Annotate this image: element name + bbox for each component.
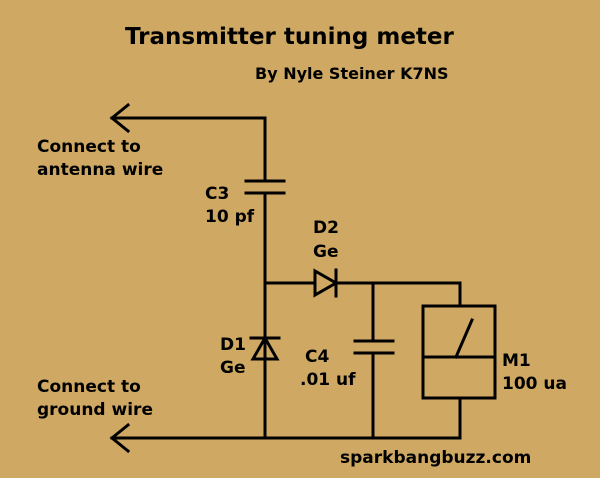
c4-ref: C4 <box>305 347 330 367</box>
c3-ref: C3 <box>205 184 230 204</box>
diode-d2 <box>313 268 340 298</box>
capacitor-c4 <box>353 339 395 355</box>
d1-ref: D1 <box>220 335 246 355</box>
wire-d2-output <box>334 281 462 308</box>
d2-value: Ge <box>313 242 339 262</box>
capacitor-c3 <box>244 179 286 195</box>
d1-value: Ge <box>220 358 246 378</box>
ground-label-line1: Connect to <box>37 377 141 397</box>
c4-value: .01 uf <box>300 370 356 390</box>
website-credit: sparkbangbuzz.com <box>340 448 532 468</box>
diagram-title: Transmitter tuning meter <box>125 24 454 50</box>
meter-m1 <box>421 304 497 400</box>
ground-arrow <box>109 422 462 454</box>
antenna-arrow <box>109 102 267 134</box>
antenna-label-line2: antenna wire <box>37 160 164 180</box>
m1-value: 100 ua <box>502 374 567 394</box>
d2-ref: D2 <box>313 218 339 238</box>
antenna-label-line1: Connect to <box>37 137 141 157</box>
diode-d1 <box>249 334 281 361</box>
c3-value: 10 pf <box>205 207 255 227</box>
ground-label-line2: ground wire <box>37 400 153 420</box>
m1-ref: M1 <box>502 351 531 371</box>
author-line: By Nyle Steiner K7NS <box>255 64 449 83</box>
